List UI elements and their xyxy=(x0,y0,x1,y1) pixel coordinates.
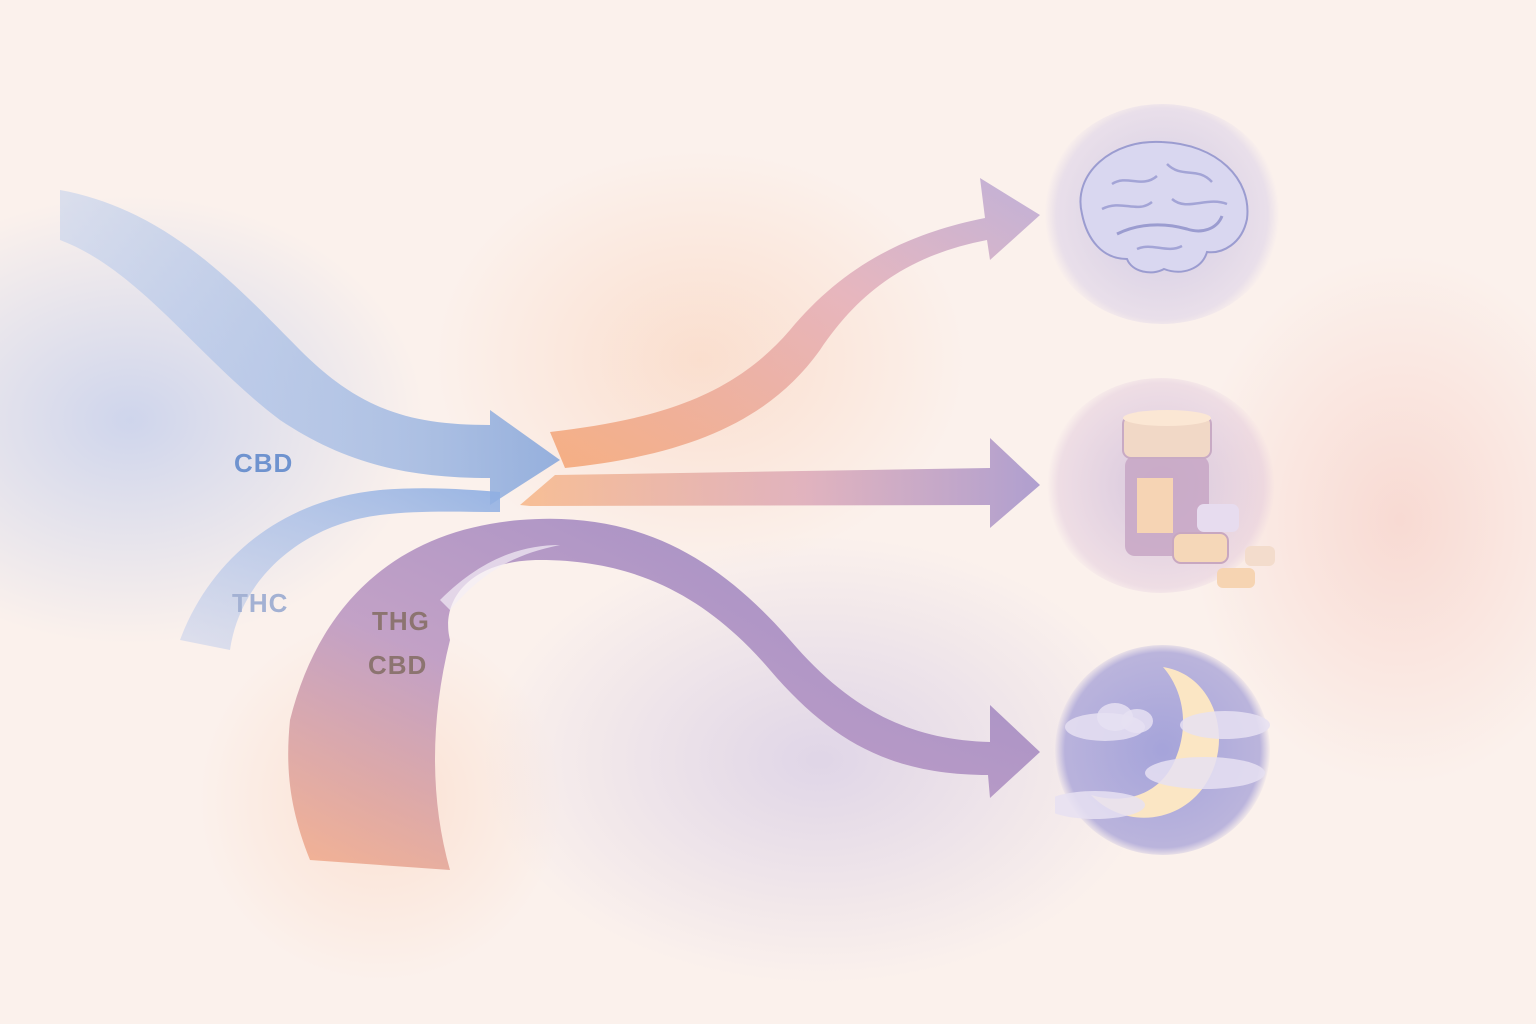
medication-circle xyxy=(1045,378,1277,593)
sleep-circle xyxy=(1045,645,1270,855)
thc-label: THC xyxy=(232,588,289,618)
swoosh-highlight xyxy=(440,545,560,610)
cbd-stream xyxy=(60,190,560,505)
sleep-branch xyxy=(288,518,1040,870)
pill-jar-icon xyxy=(1122,410,1275,588)
brain-branch xyxy=(550,178,1040,468)
thg-cbd-label: CBD xyxy=(368,650,428,680)
thg-label: THG xyxy=(372,606,430,636)
thc-stream xyxy=(180,488,500,650)
brain-circle xyxy=(1042,104,1282,324)
medication-branch xyxy=(520,438,1040,528)
brain-icon xyxy=(1079,140,1249,274)
cbd-label: CBD xyxy=(234,448,294,478)
moon-clouds-icon xyxy=(1045,667,1270,819)
